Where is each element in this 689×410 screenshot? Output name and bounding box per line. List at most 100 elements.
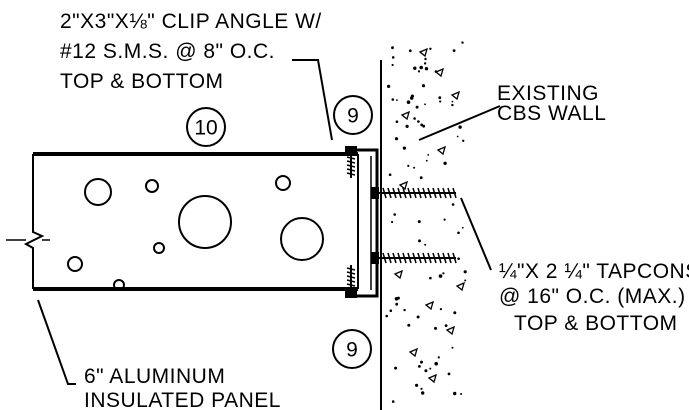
aggregate-dot: [421, 391, 425, 395]
anchor-thread: [427, 252, 432, 264]
tapcons-note-line1: ¼"X 2 ¼" TAPCONS: [499, 260, 689, 283]
anchor-thread: [392, 187, 397, 199]
screw-thread: [346, 283, 356, 287]
anchor-thread: [407, 252, 412, 264]
aggregate-dot: [427, 154, 430, 156]
aggregate-dot: [418, 239, 421, 243]
aggregate-dot: [413, 117, 416, 120]
clip-top-tag-callout: 9: [333, 95, 373, 135]
anchor-thread: [442, 187, 447, 199]
aggregate-dot: [394, 297, 399, 301]
aggregate-dot: [442, 272, 445, 275]
aggregate-dot: [420, 360, 423, 364]
screw-thread: [346, 172, 356, 176]
panel-note-line2: INSULATED PANEL: [84, 389, 281, 410]
aggregate-dot: [391, 46, 394, 50]
clip-angle-note-line2: #12 S.M.S. @ 8" O.C.: [60, 40, 275, 63]
aggregate-dot: [444, 324, 448, 327]
screw-thread: [346, 287, 356, 291]
clip-angle-note-line3: TOP & BOTTOM: [60, 70, 224, 93]
aggregate-dot: [395, 120, 399, 123]
aggregate-dot: [394, 366, 398, 370]
anchor-head: [371, 187, 379, 199]
clip-bottom-tag-callout: 9: [332, 329, 372, 369]
screw-head: [345, 291, 357, 298]
foam-cell: [178, 195, 232, 249]
anchor-thread: [437, 187, 442, 199]
aggregate-dot: [408, 49, 412, 53]
aggregate-dot: [434, 361, 439, 366]
anchor-thread: [412, 252, 417, 264]
anchor-thread: [397, 187, 402, 199]
aggregate-dot: [437, 356, 440, 359]
aggregate-dot: [391, 98, 395, 101]
aggregate-stone: [445, 325, 456, 336]
tapcons-note-line2: @ 16" O.C. (MAX.): [499, 285, 686, 308]
aggregate-dot: [438, 274, 443, 278]
anchor-thread: [427, 187, 432, 199]
existing-wall-note-line2: CBS WALL: [497, 102, 606, 125]
aggregate-dot: [429, 276, 432, 280]
aggregate-dot: [462, 139, 465, 142]
aggregate-dot: [417, 220, 421, 224]
aggregate-dot: [417, 120, 420, 123]
panel-tag-callout: 10: [186, 107, 226, 147]
anchor-thread: [382, 187, 387, 199]
existing-wall-note: EXISTING CBS WALL: [497, 82, 606, 125]
aggregate-dot: [443, 161, 447, 165]
aggregate-dot: [403, 308, 406, 312]
clip-bottom-tag-number: 9: [346, 339, 358, 362]
sheet-metal-screw-bottom: [345, 265, 357, 298]
aggregate-dot: [421, 84, 426, 88]
aggregate-dot: [451, 346, 454, 349]
anchor-thread: [432, 187, 437, 199]
aggregate-dot: [461, 226, 464, 229]
foam-cell: [67, 256, 83, 272]
aggregate-dot: [424, 243, 427, 246]
aggregate-dot: [393, 213, 397, 216]
aggregate-dot: [453, 311, 457, 315]
foam-cell: [153, 242, 165, 254]
aggregate-dot: [451, 100, 454, 103]
aggregate-dot: [410, 96, 414, 100]
aggregate-dot: [429, 367, 432, 370]
foam-cell: [84, 178, 112, 206]
aggregate-dot: [423, 62, 427, 65]
clip-angle-note: 2"X3"X⅛" CLIP ANGLE W/ #12 S.M.S. @ 8" O…: [60, 10, 321, 93]
panel-note-line1: 6" ALUMINUM: [84, 365, 225, 388]
anchor-thread: [387, 252, 392, 264]
aggregate-dot: [419, 176, 423, 180]
anchor-thread: [437, 252, 442, 264]
anchor-thread: [422, 252, 427, 264]
panel-tag-number: 10: [194, 117, 217, 140]
aggregate-dot: [413, 66, 417, 70]
tapcon-leader: [460, 197, 492, 271]
anchor-thread: [452, 187, 457, 199]
aggregate-dot: [429, 47, 432, 50]
u-channel-trim: [352, 148, 379, 298]
foam-cell: [275, 175, 291, 191]
aggregate-stone: [398, 180, 409, 191]
aggregate-dot: [463, 270, 467, 274]
anchor-thread: [392, 252, 397, 264]
anchor-thread: [417, 187, 422, 199]
aggregate-dot: [439, 100, 442, 103]
aggregate-dot: [439, 308, 442, 311]
aggregate-stone: [455, 281, 466, 292]
aggregate-stone: [436, 145, 447, 156]
aggregate-dot: [443, 218, 446, 221]
tapcons-note: ¼"X 2 ¼" TAPCONS @ 16" O.C. (MAX.) TOP &…: [499, 260, 689, 335]
aggregate-dot: [460, 393, 463, 395]
aggregate-dot: [420, 123, 424, 127]
panel-note: 6" ALUMINUM INSULATED PANEL: [84, 365, 281, 410]
aggregate-dot: [451, 203, 455, 206]
aggregate-dot: [415, 105, 419, 109]
aggregate-dot: [438, 96, 442, 100]
foam-cell: [113, 279, 125, 291]
screw-thread: [346, 164, 356, 168]
anchor-thread: [397, 252, 402, 264]
anchor-thread: [442, 252, 447, 264]
leader-lines: [37, 59, 501, 385]
aggregate-dot: [458, 125, 462, 129]
aggregate-dot: [419, 65, 424, 70]
